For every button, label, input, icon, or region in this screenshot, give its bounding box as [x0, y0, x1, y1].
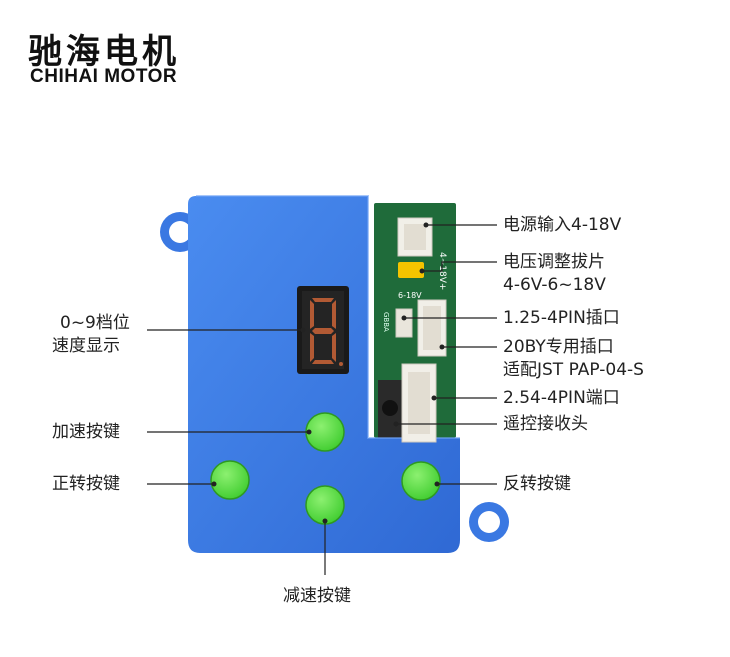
leader-voltage-jumper [422, 261, 497, 272]
label-speed-down-button: 减速按键 [283, 586, 351, 606]
label-gear-display-line1: 0~9档位 [60, 313, 130, 333]
forward-button[interactable] [210, 460, 250, 500]
leader-lines [147, 224, 497, 575]
silk-pins: GBBA [382, 312, 390, 332]
label-forward-button: 正转按键 [52, 474, 120, 494]
enclosure [188, 196, 460, 553]
label-voltage-jumper-line2: 4-6V-6~18V [503, 275, 606, 295]
speed-up-button[interactable] [305, 412, 345, 452]
leader-dots [211, 222, 445, 524]
label-speed-up-button: 加速按键 [52, 422, 120, 442]
reverse-button[interactable] [401, 461, 441, 501]
brand-name-en: CHIHAI MOTOR [30, 66, 178, 87]
connector-2-54-4pin [401, 363, 437, 443]
connector-1-25-4pin [395, 308, 413, 338]
label-connector-254: 2.54-4PIN端口 [503, 388, 620, 408]
label-connector-125: 1.25-4PIN插口 [503, 308, 620, 328]
label-gear-display-line2: 速度显示 [52, 336, 120, 356]
label-connector-20by-line2: 适配JST PAP-04-S [503, 360, 644, 380]
speed-down-button[interactable] [305, 485, 345, 525]
label-connector-20by-line1: 20BY专用插口 [503, 337, 614, 357]
silk-jumper-range: 6-18V [398, 291, 422, 300]
voltage-jumper [398, 262, 424, 278]
brand-name-cn: 驰海电机 [28, 32, 180, 72]
seven-segment-display [297, 286, 349, 374]
label-voltage-jumper-line1: 电压调整拔片 [503, 252, 605, 272]
power-input-connector [397, 217, 433, 257]
label-remote-receiver: 遥控接收头 [503, 414, 588, 434]
mounting-ear-right [469, 502, 509, 542]
label-power-input: 电源输入4-18V [503, 215, 622, 235]
display-digit-segments [310, 298, 343, 366]
label-reverse-button: 反转按键 [503, 474, 571, 494]
